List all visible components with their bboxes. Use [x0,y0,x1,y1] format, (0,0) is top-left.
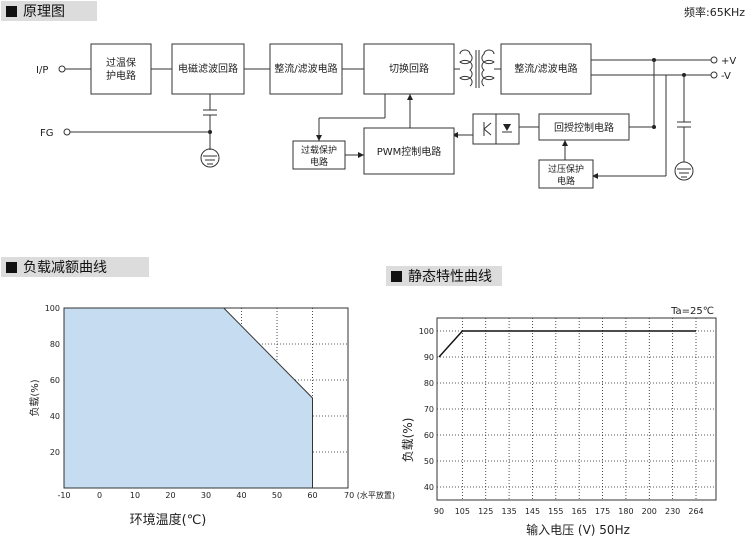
overtemp-label-1: 过温保 [106,56,136,69]
x-tick-label: 145 [525,507,540,516]
x-tick-label: 175 [595,507,610,516]
plot-frame [63,307,349,489]
y-tick-label: 60 [50,376,60,385]
overvoltage-label-2: 电路 [557,175,575,187]
block-diagram: I/P 过温保 护电路 电磁滤波回路 整流/滤波电路 切换回路 整流/滤波电路 … [36,43,736,189]
derating-area [63,307,313,489]
x-tick-label: 165 [572,507,587,516]
y-tick-label: 80 [424,379,434,388]
overload-label-2: 电路 [310,156,328,168]
x-tick-label: 60 [307,491,317,500]
x-tick-label: 135 [501,507,516,516]
y-tick-label: 50 [424,457,434,466]
x-tick-label: 264 [688,507,703,516]
ground-icon [200,148,220,168]
switch-label: 切换回路 [389,62,429,75]
load-line [438,330,696,358]
y-tick-label: 100 [419,327,434,336]
y-tick-label: 90 [424,353,434,362]
x-tick-label: 40 [236,491,246,500]
static-title: 静态特性曲线 [408,269,492,285]
ground-icon [674,161,694,181]
fg-terminal-label: FG [40,128,54,139]
ip-terminal [58,65,66,73]
square-bullet-icon [391,270,402,282]
y-tick-label: 80 [50,340,60,349]
switching-block [363,43,455,95]
fg-terminal [63,128,71,136]
transformer-icon [459,49,495,88]
x-tick-label: 0 [97,491,102,500]
ta-annotation: Ta=25℃ [670,306,714,317]
overload-protection-block [292,140,346,170]
static-header: 静态特性曲线 [386,266,502,286]
x-tick-label: 70 (水平放置) [344,490,395,500]
frequency-label: 频率:65KHz [684,6,745,19]
derating-header: 负载减额曲线 [1,257,149,277]
overtemp-protection-block [90,43,152,95]
y-tick-label: 20 [50,448,60,457]
y-tick-label: 70 [424,405,434,414]
plot-frame [436,317,717,501]
y-axis-label: 负载(%) [401,418,415,463]
vplus-label: +V [721,56,736,67]
overvoltage-label-1: 过压保护 [548,163,584,175]
vminus-terminal [710,71,718,79]
rectifier-filter-block-1 [269,43,343,95]
derating-title: 负载减额曲线 [23,260,107,276]
x-tick-label: 180 [618,507,633,516]
x-tick-label: 230 [665,507,680,516]
y-tick-label: 60 [424,431,434,440]
feedback-control-block [538,113,630,141]
emi-label: 电磁滤波回路 [178,62,238,75]
rectifier-filter-block-2 [500,43,592,95]
x-tick-label: 155 [548,507,563,516]
x-tick-label: 105 [455,507,470,516]
vminus-label: -V [721,71,731,82]
rectifier2-label: 整流/滤波电路 [514,62,577,75]
overtemp-label-2: 护电路 [106,69,136,82]
y-tick-label: 100 [45,304,60,313]
x-axis-label: 输入电压 (V) 50Hz [526,522,630,537]
schematic-title: 原理图 [23,4,65,20]
x-tick-label: 90 [434,507,444,516]
vplus-terminal [710,56,718,64]
feedback-label: 回授控制电路 [554,121,614,134]
square-bullet-icon [6,261,17,273]
overload-label-1: 过载保护 [301,144,337,156]
optocoupler-icon [472,113,520,145]
x-tick-label: 50 [272,491,282,500]
y-tick-label: 40 [424,483,434,492]
y-tick-label: 40 [50,412,60,421]
x-tick-label: 20 [165,491,175,500]
rectifier1-label: 整流/滤波电路 [274,62,337,75]
x-tick-label: 10 [130,491,140,500]
ip-terminal-label: I/P [36,65,48,76]
x-axis-label: 环境温度(℃) [130,512,207,528]
x-tick-label: -10 [57,491,70,500]
y-axis-label: 负载(%) [28,379,41,416]
x-tick-label: 30 [201,491,211,500]
emi-filter-block [171,43,245,95]
square-bullet-icon [6,5,17,17]
schematic-header: 原理图 [1,1,97,21]
overvoltage-protection-block [538,159,594,189]
pwm-control-block [363,127,455,175]
x-tick-label: 125 [478,507,493,516]
pwm-label: PWM控制电路 [377,145,442,158]
x-tick-label: 200 [642,507,657,516]
